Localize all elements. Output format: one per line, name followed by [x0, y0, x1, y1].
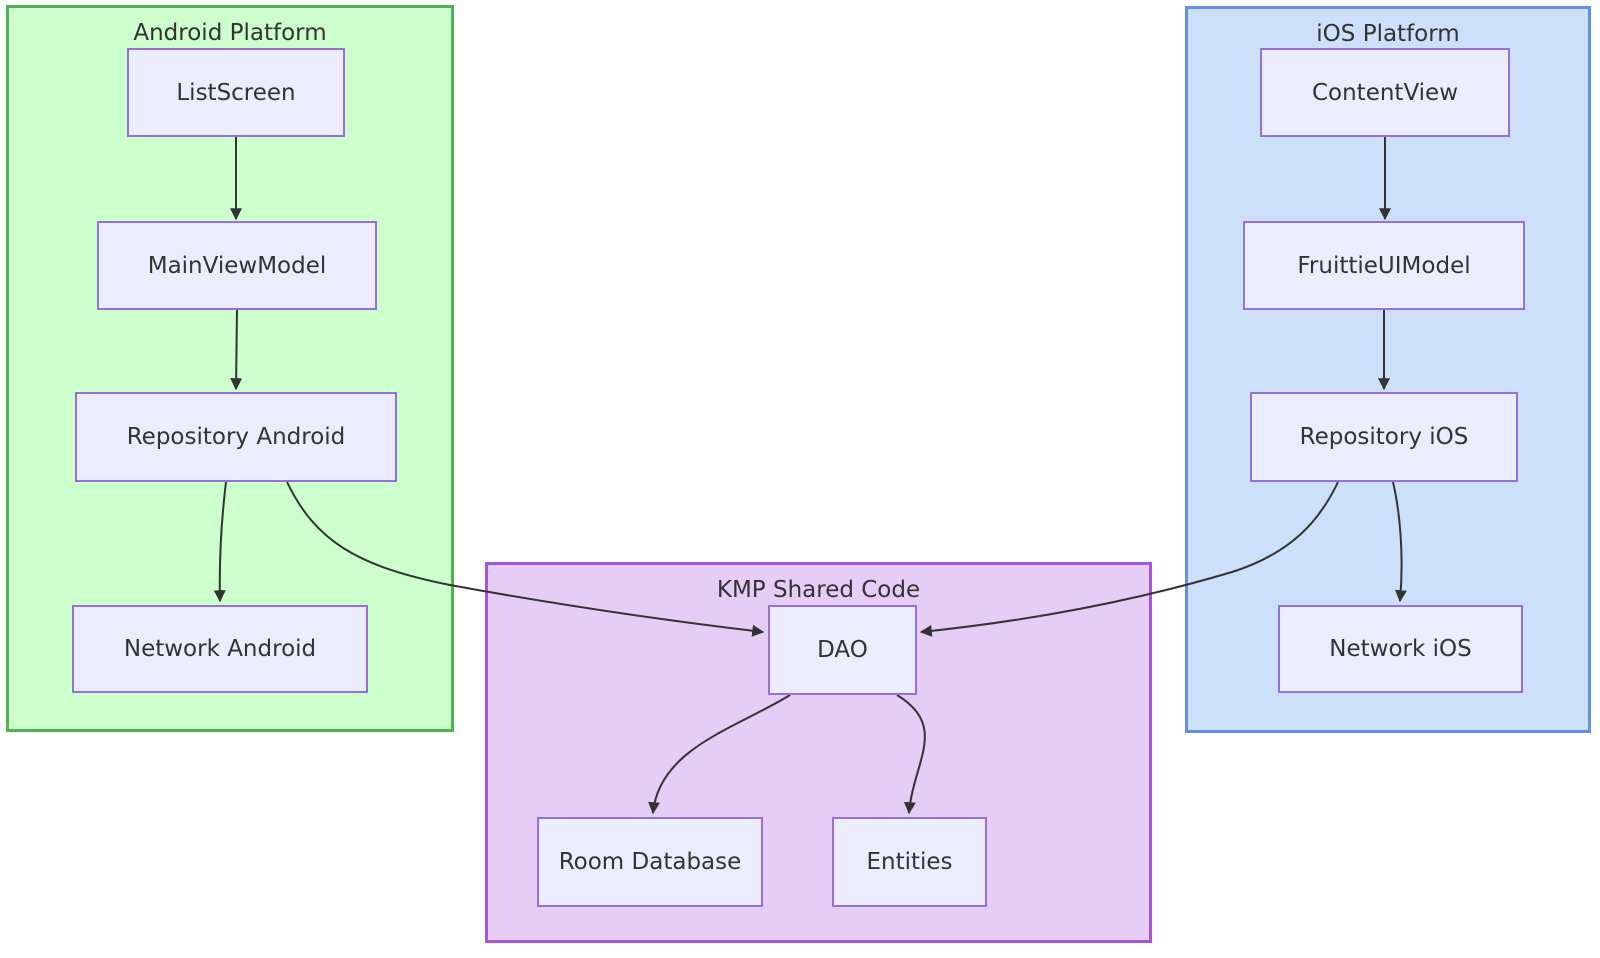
cluster-title-ios-platform: iOS Platform — [1316, 21, 1460, 47]
cluster-title-kmp-shared-code: KMP Shared Code — [716, 577, 921, 603]
node-network-ios: Network iOS — [1278, 605, 1523, 693]
edge-repository-android-to-network-android — [213, 481, 227, 603]
edge-repository-android-to-dao — [286, 481, 765, 637]
node-dao: DAO — [768, 605, 917, 695]
node-content-view: ContentView — [1260, 48, 1510, 137]
edge-repository-ios-to-network-ios — [1392, 481, 1407, 603]
node-entities: Entities — [832, 817, 987, 907]
node-network-android: Network Android — [72, 605, 368, 693]
edge-repository-ios-to-dao — [919, 481, 1339, 637]
node-repository-android: Repository Android — [75, 392, 397, 482]
node-room-database: Room Database — [537, 817, 763, 907]
node-main-view-model: MainViewModel — [97, 221, 377, 310]
edge-dao-to-entities — [896, 694, 926, 815]
node-list-screen: ListScreen — [127, 48, 345, 137]
edge-mainviewmodel-to-repository-android — [230, 309, 243, 391]
cluster-title-android-platform: Android Platform — [133, 20, 327, 46]
node-fruittie-ui-model: FruittieUIModel — [1243, 221, 1525, 310]
node-repository-ios: Repository iOS — [1250, 392, 1518, 482]
edge-dao-to-room-database — [648, 694, 791, 815]
